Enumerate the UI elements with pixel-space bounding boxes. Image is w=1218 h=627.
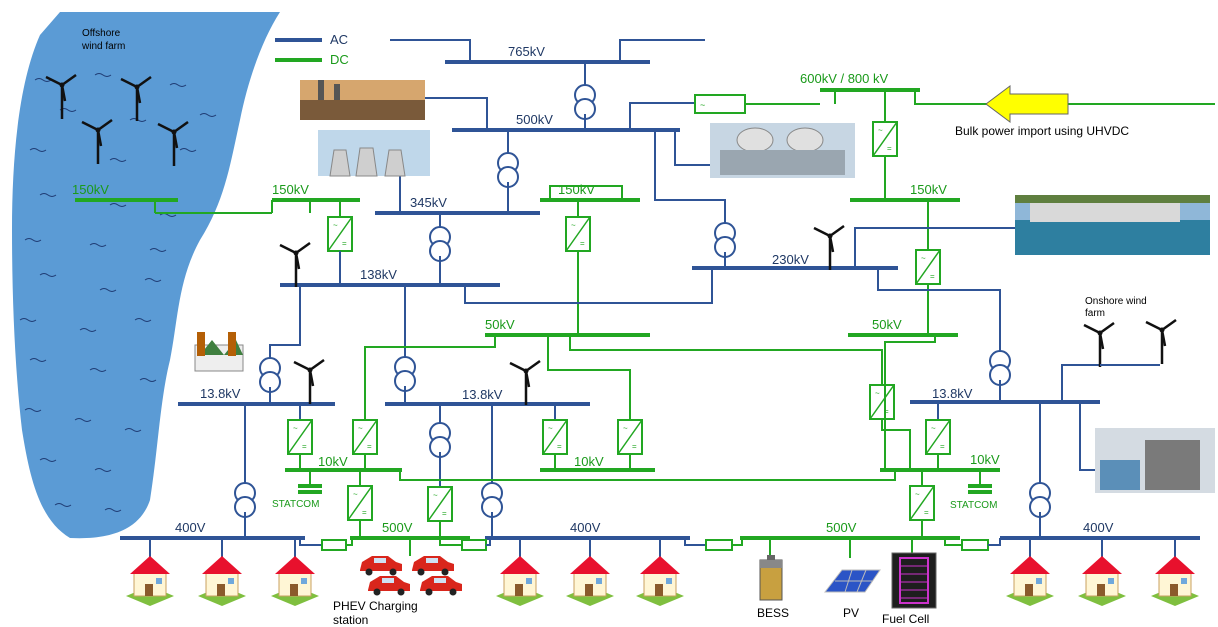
converter-icon (542, 419, 568, 455)
house-icon (197, 555, 247, 607)
bus-400v-left-label: 400V (175, 520, 206, 535)
onshore-turbine-icon (812, 224, 846, 272)
bus-10kv-left-label: 10kV (318, 454, 348, 469)
bus-13-8kv-right-label: 13.8kV (932, 386, 973, 401)
coal-plant-image (300, 80, 425, 120)
legend-ac-label: AC (330, 32, 348, 47)
bus-150kv-offshore-label: 150kV (72, 182, 109, 197)
link-converter-icon (461, 539, 487, 551)
bulk-import-arrow (985, 85, 1069, 123)
converter-icon (869, 384, 895, 420)
onshore-label-1: Onshore wind (1085, 296, 1147, 307)
industrial-plant-image (1095, 428, 1215, 493)
nuclear-plant-image (318, 130, 430, 177)
nuclear-dome-plant-image (710, 123, 855, 178)
converter-icon (352, 419, 378, 455)
converter-icon (347, 485, 373, 521)
link-converter-icon (321, 539, 347, 551)
onshore-turbine-icon (508, 359, 542, 407)
transformer-icon (1029, 482, 1051, 518)
transformer-icon (429, 422, 451, 458)
house-icon (635, 555, 685, 607)
bus-500v-left-label: 500V (382, 520, 413, 535)
statcom-right-label: STATCOM (950, 500, 997, 511)
converter-icon (565, 216, 591, 252)
transformer-icon (259, 357, 281, 393)
car-icon (368, 576, 410, 596)
pv-panel-icon (823, 569, 881, 593)
bus-400v-mid-label: 400V (570, 520, 601, 535)
wind-farm-label: wind farm (81, 41, 125, 52)
onshore-label-2: farm (1085, 308, 1105, 319)
onshore-turbine-icon (278, 241, 312, 289)
offshore-label: Offshore (82, 28, 121, 39)
car-icon (360, 556, 402, 576)
bus-150kv-left-label: 150kV (272, 182, 309, 197)
legend-dc-label: DC (330, 52, 349, 67)
house-icon (125, 555, 175, 607)
converter-icon (287, 419, 313, 455)
car-icon (420, 576, 462, 596)
link-converter-icon (961, 539, 989, 551)
bus-13-8kv-mid-label: 13.8kV (462, 387, 503, 402)
converter-icon (915, 249, 941, 285)
transformer-icon (481, 482, 503, 518)
transformer-icon (989, 350, 1011, 386)
house-icon (1077, 555, 1127, 607)
pv-label: PV (843, 606, 859, 620)
converter-icon (327, 216, 353, 252)
battery-icon (759, 555, 783, 601)
house-icon (565, 555, 615, 607)
bus-345kv-label: 345kV (410, 195, 447, 210)
phev-label-1: PHEV Charging (333, 599, 418, 613)
bus-500v-right-label: 500V (826, 520, 857, 535)
bus-500kv-label: 500kV (516, 112, 553, 127)
bus-150kv-right-label: 150kV (910, 182, 947, 197)
bus-150kv-mid-label: 150kV (558, 182, 595, 197)
phev-label-2: station (333, 613, 368, 627)
converter-icon (617, 419, 643, 455)
factory-icon (194, 332, 244, 372)
transformer-icon (429, 226, 451, 262)
fuel-cell-icon (891, 552, 937, 609)
house-icon (495, 555, 545, 607)
converter-icon (925, 419, 951, 455)
bus-138kv-label: 138kV (360, 267, 397, 282)
transformer-icon (714, 222, 736, 258)
bess-label: BESS (757, 606, 789, 620)
link-converter-icon (705, 539, 733, 551)
car-icon (412, 556, 454, 576)
sea-area (12, 12, 280, 539)
converter-icon (427, 486, 453, 522)
transformer-icon (394, 356, 416, 392)
statcom-left-label: STATCOM (272, 499, 319, 510)
onshore-turbine-icon (292, 358, 326, 406)
hydro-plant-image (1015, 195, 1210, 255)
bus-50kv-left-label: 50kV (485, 317, 515, 332)
converter-icon (909, 485, 935, 521)
bus-13-8kv-left-label: 13.8kV (200, 386, 241, 401)
converter-icon (872, 121, 898, 157)
transformer-icon (574, 84, 596, 120)
bus-50kv-right-label: 50kV (872, 317, 902, 332)
house-icon (270, 555, 320, 607)
bulk-import-label: Bulk power import using UHVDC (955, 124, 1129, 138)
svg-text:~: ~ (700, 100, 705, 110)
bus-230kv-label: 230kV (772, 252, 809, 267)
bus-600-800kv-label: 600kV / 800 kV (800, 71, 888, 86)
bus-10kv-mid-label: 10kV (574, 454, 604, 469)
transformer-icon (234, 482, 256, 518)
bus-400v-right-label: 400V (1083, 520, 1114, 535)
onshore-turbine-icon (1144, 318, 1178, 366)
onshore-turbine-icon (1082, 321, 1116, 369)
fuel-cell-label: Fuel Cell (882, 612, 929, 626)
transformer-icon (497, 152, 519, 188)
house-icon (1005, 555, 1055, 607)
bus-10kv-right-label: 10kV (970, 452, 1000, 467)
bus-765kv-label: 765kV (508, 44, 545, 59)
house-icon (1150, 555, 1200, 607)
